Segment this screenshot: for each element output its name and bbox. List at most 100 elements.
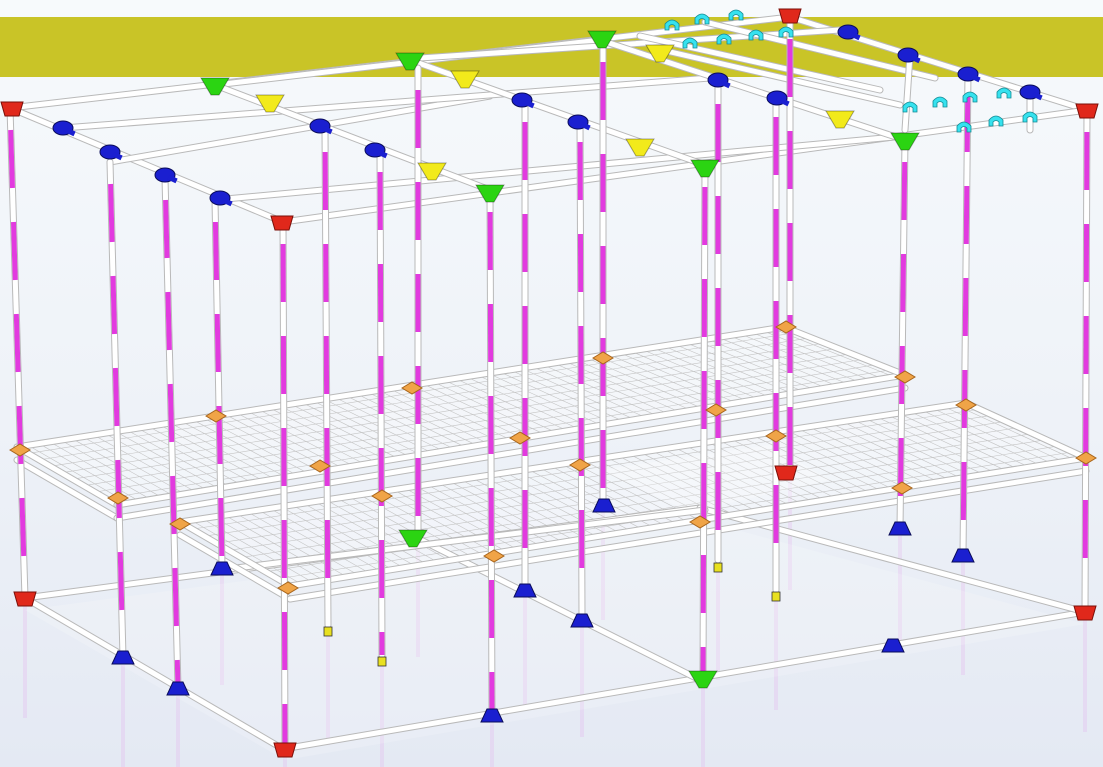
corner-connector-icon (273, 742, 297, 758)
pipe (287, 468, 1089, 602)
pipe (902, 52, 913, 133)
corner-connector-icon (0, 101, 24, 117)
connectors (0, 8, 1099, 758)
mesh-wire (751, 331, 872, 381)
mesh-wire (641, 349, 759, 400)
clamp-tab (910, 54, 921, 64)
mesh-wire (93, 434, 196, 493)
mesh-wire (192, 419, 298, 476)
mesh-wire (617, 455, 734, 515)
mesh-wire (49, 441, 151, 500)
mesh-wire (213, 516, 325, 581)
mesh-wire (115, 431, 219, 489)
mesh-wire (337, 497, 450, 561)
mesh-wire (531, 366, 647, 418)
clamp-tab (167, 174, 178, 184)
shelf-clamp-icon (9, 443, 31, 457)
floor-highlight (25, 520, 1085, 760)
mesh-wire (808, 426, 927, 484)
pipe-stripe (110, 275, 118, 335)
tee-connector-icon (890, 132, 920, 151)
tee-connector-icon (690, 159, 720, 178)
hook-clip-icon (988, 115, 1004, 127)
caster-foot-icon (210, 561, 234, 576)
shelf-clamp-icon (483, 549, 505, 563)
shelf-clamp-icon (277, 581, 299, 595)
hook-clip-icon (956, 121, 972, 133)
mesh-wire (334, 397, 444, 452)
tee-connector-icon (255, 94, 285, 113)
pipe (107, 93, 493, 165)
mesh-wire (61, 348, 838, 474)
clamp-tab (970, 73, 981, 83)
pipe-stripe (108, 183, 115, 243)
mesh-wire (640, 452, 757, 512)
mesh-wire (954, 404, 1075, 461)
pipe (14, 444, 120, 508)
mesh-wire (763, 433, 882, 492)
corner-connector-icon (13, 591, 37, 607)
pipe-stripes (8, 39, 1090, 750)
hook-clip-icon (682, 37, 698, 49)
shelf-clamp-icon (205, 409, 227, 423)
pipe-stripe (163, 199, 170, 259)
mesh-wire (381, 491, 495, 554)
shelf-clamp-icon (509, 431, 531, 445)
mesh-wire (404, 487, 518, 550)
pipe (14, 324, 787, 450)
tee-connector-icon (645, 44, 675, 63)
mesh-wire (909, 411, 1030, 468)
pipe-stripe (112, 367, 120, 427)
tee-connector-icon (475, 184, 505, 203)
mesh-wire (444, 379, 557, 433)
hook-clip-icon (1022, 111, 1038, 123)
caster-foot-icon (881, 638, 905, 653)
corner-connector-icon (778, 8, 802, 24)
clamp-tab (850, 31, 861, 41)
mesh-wire (356, 393, 467, 448)
mesh-wire (707, 338, 827, 389)
pipe (212, 133, 908, 203)
mesh-wire (83, 358, 865, 486)
mesh-wire (104, 433, 208, 491)
hook-clip-icon (932, 96, 948, 108)
tee-connector-icon (625, 138, 655, 157)
caster-foot-icon (513, 583, 537, 598)
mesh-wire (71, 438, 174, 496)
mesh-wire (39, 337, 811, 461)
mesh-wire (774, 431, 893, 490)
pipe-stripe (214, 313, 221, 373)
pipe (60, 75, 713, 131)
mesh-wire (228, 427, 1020, 551)
pipe (963, 400, 1089, 461)
pipe (597, 37, 908, 143)
shelf-clamp-icon (107, 491, 129, 505)
pipe (14, 457, 120, 521)
shelf-clamp-icon (689, 515, 711, 529)
mesh-wire (192, 408, 980, 530)
hook-clip-icon (996, 87, 1012, 99)
caster-foot-icon (771, 591, 781, 602)
mesh-wire (819, 424, 939, 483)
mesh-wire (411, 385, 523, 439)
mesh-wire (258, 509, 370, 574)
mesh-wire (94, 364, 879, 493)
mesh-wire (181, 421, 286, 478)
pipe (659, 47, 903, 108)
clamp-tab (779, 97, 790, 107)
hook-clip-icon (664, 19, 680, 31)
mesh-wire (597, 355, 714, 407)
pipe-stripe (218, 497, 225, 557)
pipe-stripe (172, 567, 179, 627)
clamp-tab (720, 79, 731, 89)
corner-connector-icon (774, 465, 798, 481)
mesh-wire (707, 441, 825, 501)
pipe-stripe (900, 253, 907, 313)
mesh-wire (105, 369, 892, 499)
hook-clip-icon (728, 9, 744, 21)
mesh-wire (204, 414, 993, 537)
mesh-wire (663, 345, 782, 396)
shelf-clamp-icon (309, 459, 331, 473)
mesh-wire (752, 435, 871, 494)
